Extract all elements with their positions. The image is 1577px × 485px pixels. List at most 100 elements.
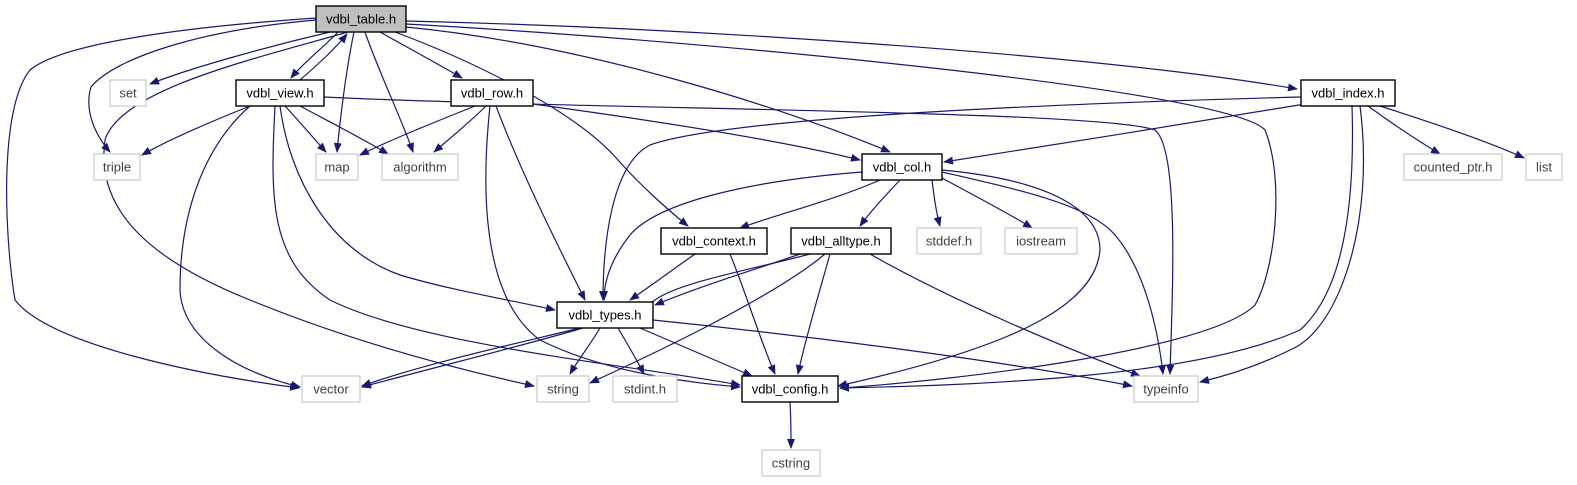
node-box (660, 227, 768, 255)
node-box (861, 153, 943, 181)
node-vdbl-context-h[interactable]: vdbl_context.h (660, 227, 768, 255)
node-box (1300, 79, 1396, 107)
node-box (916, 227, 982, 255)
edge-vdbl-alltype-h-to-typeinfo (869, 253, 1141, 377)
node-box (1403, 153, 1503, 181)
node-vdbl-col-h[interactable]: vdbl_col.h (861, 153, 943, 181)
edge-vdbl-index-h-to-counted-ptr-h (1367, 105, 1441, 155)
node-label: vdbl_row.h (461, 86, 523, 101)
node-label: vector (313, 382, 349, 397)
edge-vdbl-table-h-to-map (333, 31, 355, 153)
node-box (536, 375, 590, 403)
node-box (315, 153, 359, 181)
edge-vdbl-row-h-to-vdbl-types-h (495, 105, 586, 301)
node-label: list (1536, 160, 1552, 175)
edge-vdbl-col-h-to-typeinfo (941, 171, 1166, 375)
edge-vdbl-table-h-to-vdbl-view-h (290, 31, 339, 79)
edge-vdbl-context-h-to-vdbl-types-h (629, 253, 696, 301)
edge-vdbl-row-h-to-vdbl-col-h (532, 103, 861, 162)
edge-vdbl-index-h-to-list (1379, 105, 1525, 159)
edge-vdbl-view-h-to-vdbl-types-h (279, 105, 556, 312)
node-box (790, 227, 892, 255)
node-label: string (547, 382, 579, 397)
edge-vdbl-table-h-to-string (103, 31, 535, 388)
node-typeinfo: typeinfo (1133, 375, 1199, 403)
node-label: vdbl_types.h (569, 308, 642, 323)
node-label: set (119, 86, 137, 101)
dependency-edges (6, 17, 1525, 449)
node-algorithm: algorithm (381, 153, 459, 181)
edge-vdbl-types-h-to-vector (361, 327, 581, 387)
edge-vdbl-col-h-to-vdbl-alltype-h (859, 179, 901, 227)
edge-vdbl-table-h-to-triple (88, 19, 317, 153)
node-box (1525, 153, 1563, 181)
node-label: iostream (1016, 234, 1066, 249)
node-box (1133, 375, 1199, 403)
edge-vdbl-view-h-to-typeinfo (323, 96, 1175, 375)
edge-vdbl-col-h-to-stddef-h (931, 179, 942, 227)
edge-vdbl-row-h-to-map (359, 105, 476, 156)
edge-vdbl-types-h-to-vdbl-config-h (639, 327, 753, 377)
node-vdbl-types-h[interactable]: vdbl_types.h (556, 301, 654, 329)
node-box (741, 375, 839, 403)
edge-vdbl-view-h-to-vdbl-config-h (272, 105, 741, 388)
node-vdbl-view-h[interactable]: vdbl_view.h (235, 79, 325, 107)
edge-vdbl-col-h-to-vdbl-types-h (600, 171, 863, 301)
edge-vdbl-table-h-to-vdbl-col-h (405, 26, 891, 153)
node-box (235, 79, 325, 107)
edge-vdbl-alltype-h-to-vdbl-types-h (654, 253, 801, 306)
edge-vdbl-table-h-to-set (149, 31, 331, 85)
edge-vdbl-index-h-to-vdbl-config-h (839, 105, 1354, 392)
node-vdbl-table-h[interactable]: vdbl_table.h (315, 5, 407, 33)
node-label: vdbl_col.h (873, 160, 932, 175)
edge-vdbl-view-h-to-triple (141, 105, 251, 156)
node-box (761, 449, 821, 477)
edge-vdbl-index-h-to-vdbl-col-h (943, 103, 1306, 165)
node-triple: triple (93, 153, 141, 181)
node-vdbl-config-h[interactable]: vdbl_config.h (741, 375, 839, 403)
node-map: map (315, 153, 359, 181)
edge-vdbl-view-h-to-map (284, 105, 327, 153)
node-set: set (109, 79, 147, 107)
node-counted-ptr-h: counted_ptr.h (1403, 153, 1503, 181)
node-label: map (324, 160, 349, 175)
edge-vdbl-table-h-to-vdbl-context-h (394, 31, 689, 227)
edge-vdbl-table-h-to-algorithm (364, 31, 414, 153)
node-label: vdbl_table.h (326, 12, 396, 27)
edge-vdbl-types-h-to-typeinfo (652, 319, 1133, 389)
node-stddef-h: stddef.h (916, 227, 982, 255)
edge-vdbl-table-h-to-vdbl-index-h (405, 20, 1298, 92)
edge-vdbl-row-h-to-algorithm (433, 105, 487, 153)
edge-vdbl-alltype-h-to-string (589, 253, 826, 384)
node-label: triple (103, 160, 131, 175)
node-label: stdint.h (624, 382, 666, 397)
node-label: vdbl_alltype.h (801, 234, 881, 249)
edge-vdbl-view-h-to-vector (179, 105, 301, 389)
node-box (1004, 227, 1078, 255)
node-box (612, 375, 678, 403)
node-box (109, 79, 147, 107)
node-list: list (1525, 153, 1563, 181)
node-box (93, 153, 141, 181)
node-box (450, 79, 534, 107)
node-vdbl-index-h[interactable]: vdbl_index.h (1300, 79, 1396, 107)
node-label: vdbl_view.h (246, 86, 313, 101)
node-vector: vector (301, 375, 361, 403)
node-string: string (536, 375, 590, 403)
edge-vdbl-index-h-to-typeinfo (1199, 105, 1365, 384)
node-label: cstring (772, 456, 810, 471)
edge-vdbl-table-h-to-vector (6, 17, 317, 391)
node-label: vdbl_index.h (1312, 86, 1385, 101)
node-label: vdbl_config.h (752, 382, 829, 397)
node-box (381, 153, 459, 181)
edge-vdbl-config-h-to-cstring (786, 401, 795, 449)
edge-vdbl-view-h-to-vdbl-table-h (299, 33, 348, 81)
edge-vdbl-alltype-h-to-vdbl-config-h (795, 253, 831, 375)
edge-vdbl-types-h-to-string (569, 327, 601, 375)
node-stdint-h: stdint.h (612, 375, 678, 403)
node-vdbl-row-h[interactable]: vdbl_row.h (450, 79, 534, 107)
node-box (315, 5, 407, 33)
edge-vdbl-col-h-to-vdbl-context-h (739, 179, 881, 229)
node-vdbl-alltype-h[interactable]: vdbl_alltype.h (790, 227, 892, 255)
